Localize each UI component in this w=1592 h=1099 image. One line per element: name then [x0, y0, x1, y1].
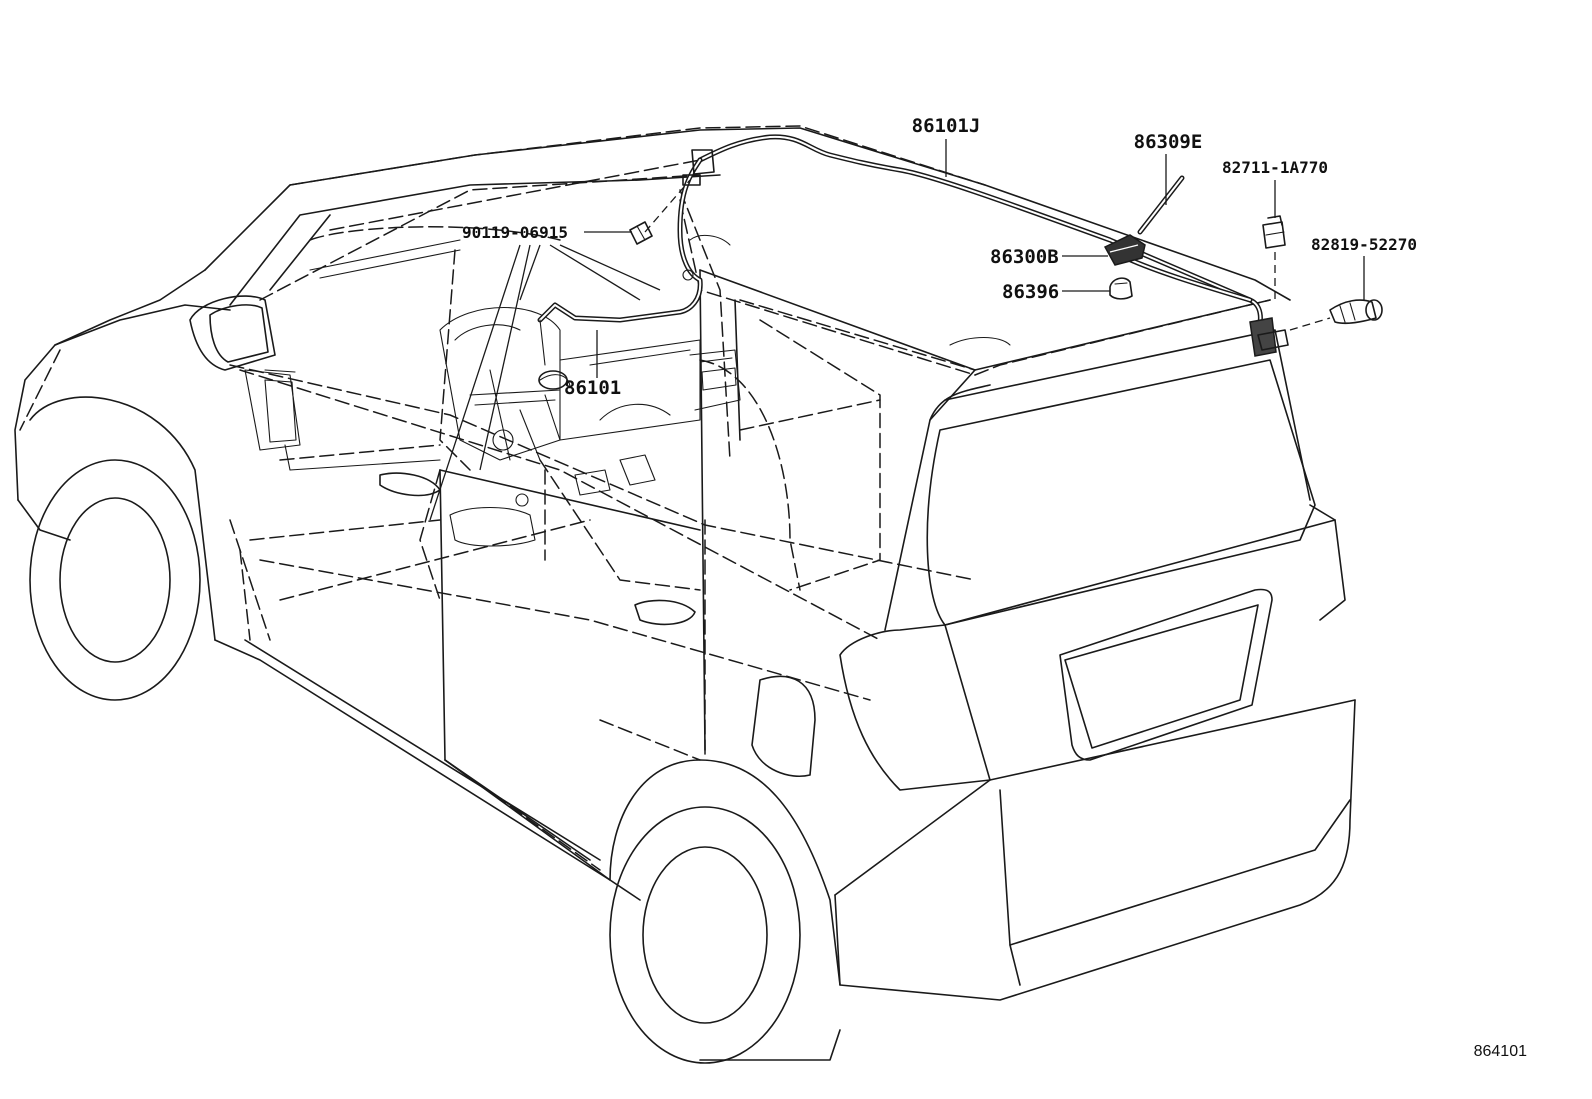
antenna-pole-part: [1137, 175, 1185, 235]
label-82819-52270: 82819-52270: [1311, 235, 1417, 254]
antenna-base-part: [1103, 234, 1146, 266]
label-90119-06915: 90119-06915: [462, 223, 568, 242]
label-86101: 86101: [564, 377, 621, 399]
rear-connector-part: [1249, 317, 1289, 357]
antenna-cord: [537, 134, 1263, 390]
label-82711-1A770: 82711-1A770: [1222, 158, 1328, 177]
cord-clamp-part: [1109, 277, 1133, 300]
screw-part: [629, 221, 653, 245]
interior-dashboard: [244, 234, 1011, 547]
catalog-code: 864101: [1474, 1043, 1527, 1060]
label-86101J: 86101J: [912, 115, 981, 137]
wire-clamp-part: [1262, 215, 1286, 249]
plug-part: [1329, 299, 1383, 325]
leader-lines: [429, 139, 1365, 521]
label-86309E: 86309E: [1134, 131, 1203, 153]
label-86396: 86396: [1002, 281, 1059, 303]
part-labels: 86101J 86309E 82711-1A770 82819-52270 86…: [462, 115, 1527, 1060]
label-86300B: 86300B: [990, 246, 1059, 268]
